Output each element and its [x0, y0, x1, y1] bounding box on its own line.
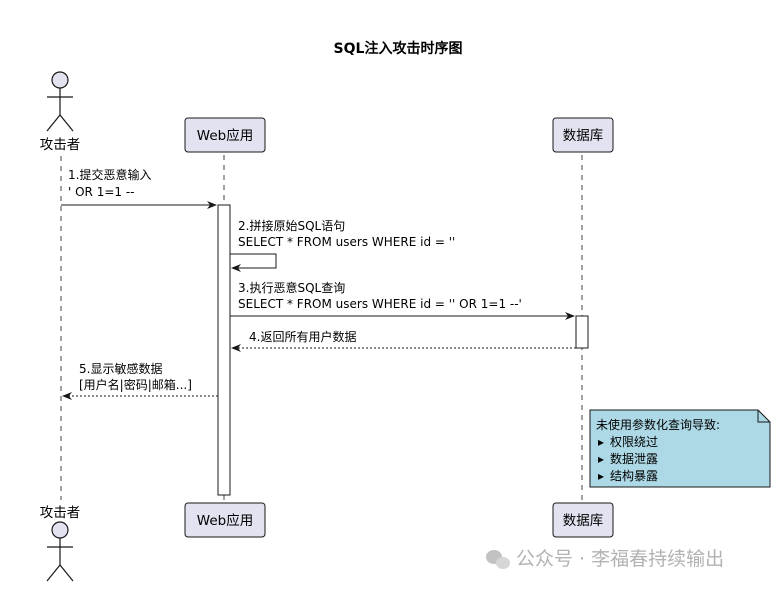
- wechat-icon: [486, 550, 510, 569]
- activation-web: [217, 204, 231, 496]
- message-2-label: 2.拼接原始SQL语句: [238, 218, 345, 233]
- participant-db-label: 数据库: [563, 128, 604, 144]
- participant-web-label-bottom: Web应用: [197, 512, 253, 529]
- participant-db-box-bottom: [552, 502, 614, 538]
- participant-web-label: Web应用: [197, 127, 253, 144]
- participant-db-box: [552, 117, 614, 153]
- participant-attacker-label-bottom: 攻击者: [40, 505, 81, 521]
- participant-attacker-label: 攻击者: [40, 137, 81, 153]
- bullet-icon: ▸: [598, 469, 604, 483]
- note-item-3: 结构暴露: [610, 468, 658, 483]
- message-5-label: 5.显示敏感数据: [79, 361, 162, 376]
- participant-web-box-bottom: [184, 502, 266, 538]
- participant-web-box: [184, 117, 266, 153]
- message-4-label: 4.返回所有用户数据: [249, 329, 356, 344]
- message-2-detail: SELECT * FROM users WHERE id = '': [238, 235, 455, 249]
- participant-db-label-bottom: 数据库: [563, 513, 604, 529]
- message-3-detail: SELECT * FROM users WHERE id = '' OR 1=1…: [238, 297, 522, 311]
- actor-attacker-top: [46, 71, 74, 132]
- note-title: 未使用参数化查询导致:: [596, 417, 720, 432]
- message-5-detail: [用户名|密码|邮箱...]: [79, 377, 192, 392]
- message-2-arrow: [230, 253, 277, 272]
- note: 未使用参数化查询导致: ▸ 权限绕过 ▸ 数据泄露 ▸ 结构暴露: [589, 409, 771, 488]
- actor-attacker-bottom: [46, 521, 74, 582]
- message-3-label: 3.执行恶意SQL查询: [238, 280, 345, 295]
- watermark: 公众号 · 李福春持续输出: [516, 548, 724, 570]
- message-1-label: 1.提交恶意输入: [68, 167, 151, 182]
- bullet-icon: ▸: [598, 452, 604, 466]
- bullet-icon: ▸: [598, 435, 604, 449]
- diagram-title: SQL注入攻击时序图: [334, 40, 463, 57]
- note-item-2: 数据泄露: [610, 451, 658, 466]
- note-item-1: 权限绕过: [610, 435, 658, 449]
- message-1-detail: ' OR 1=1 --: [68, 185, 135, 199]
- activation-db: [575, 315, 589, 349]
